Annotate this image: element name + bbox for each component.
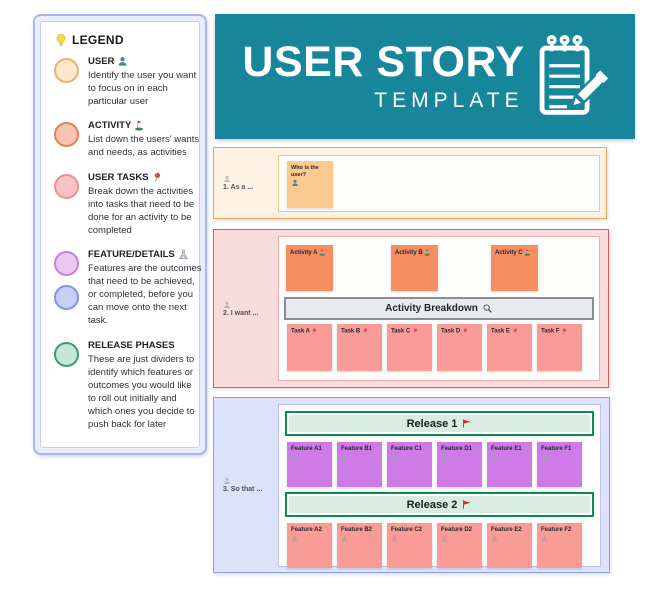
- tent-icon: [291, 535, 298, 542]
- pushpin-icon: [154, 172, 160, 182]
- pushpin-icon: [413, 328, 417, 334]
- notepad-pencil-icon: [539, 34, 608, 115]
- legend-item-title: ACTIVITY: [88, 120, 132, 132]
- pushpin-icon: [513, 328, 517, 334]
- magnifier-icon: [483, 304, 492, 314]
- sticky-note-task[interactable]: Task F: [537, 324, 582, 371]
- section-i-want-canvas: Activity A Activity B Activity C Activit…: [278, 236, 600, 381]
- legend-item-desc: Identify the user you want to focus on i…: [88, 70, 197, 108]
- sticky-note-feature[interactable]: Feature A1: [287, 442, 332, 487]
- legend-panel-inner: LEGEND USER Identify the user you want t…: [40, 21, 202, 448]
- legend-item-user: USER Identify the user you want to focus…: [54, 56, 196, 108]
- sticky-note-task[interactable]: Task D: [437, 324, 482, 371]
- golf-flag-icon: [319, 249, 325, 256]
- legend-item-desc: List down the users' wants and needs, as…: [88, 134, 200, 159]
- tent-icon: [391, 454, 398, 461]
- sticky-note-task[interactable]: Task B: [337, 324, 382, 371]
- person-icon: [224, 477, 230, 484]
- activity-note-swatch: [54, 122, 79, 148]
- pushpin-icon: [313, 328, 317, 334]
- sticky-note-activity[interactable]: Activity B: [391, 245, 438, 291]
- tent-icon: [178, 249, 188, 260]
- legend-item-desc: These are just dividers to identify whic…: [88, 353, 195, 431]
- feature-purple-swatch: [54, 250, 79, 276]
- legend-item-title: RELEASE PHASES: [88, 339, 175, 351]
- sticky-note-feature[interactable]: Feature A2: [287, 523, 332, 568]
- banner-title: USER STORY: [242, 37, 525, 86]
- golf-flag-icon: [135, 121, 144, 131]
- sticky-note-activity[interactable]: Activity C: [491, 245, 538, 291]
- sticky-note-task[interactable]: Task C: [387, 324, 432, 371]
- legend-item-title: USER TASKS: [88, 171, 149, 183]
- pushpin-icon: [463, 328, 467, 334]
- pushpin-icon: [363, 328, 367, 334]
- task-note-swatch: [54, 173, 79, 199]
- section-so-that: 3. So that ... Release 1 Feature A1 Feat…: [213, 397, 610, 573]
- section-so-that-label: 3. So that ...: [223, 477, 262, 493]
- user-icon: [292, 180, 298, 187]
- sticky-note-feature[interactable]: Feature F1: [537, 442, 582, 487]
- feature-row-release-1: Feature A1 Feature B1 Feature C1 Feature…: [287, 442, 582, 487]
- release-2-divider[interactable]: Release 2: [285, 492, 594, 517]
- section-i-want: 2. I want ... Activity A Activity B Acti…: [213, 229, 609, 388]
- legend-header: LEGEND: [54, 33, 193, 47]
- sticky-note-feature[interactable]: Feature E2: [487, 523, 532, 568]
- banner-subtitle: TEMPLATE: [374, 88, 524, 112]
- sticky-note-feature[interactable]: Feature F2: [537, 523, 582, 568]
- sticky-note-feature[interactable]: Feature B1: [337, 442, 382, 487]
- banner: USER STORY TEMPLATE: [215, 14, 635, 139]
- legend-item-title: USER: [88, 56, 115, 67]
- tent-icon: [291, 454, 298, 461]
- feature-blue-swatch: [54, 284, 79, 310]
- tent-icon: [541, 535, 548, 542]
- release-1-divider[interactable]: Release 1: [285, 411, 594, 436]
- legend-item-desc: Break down the activities into tasks tha…: [88, 185, 195, 236]
- legend-item-user-tasks: USER TASKS Break down the activities int…: [54, 171, 194, 237]
- tent-icon: [541, 454, 548, 461]
- pennant-flag-icon: [463, 500, 471, 509]
- lightbulb-icon: [56, 33, 66, 46]
- tent-icon: [491, 454, 498, 461]
- task-row: Task A Task B Task C Task D Task E: [287, 324, 582, 371]
- pushpin-icon: [562, 328, 567, 334]
- sticky-note-feature[interactable]: Feature D1: [437, 442, 482, 487]
- tent-icon: [441, 454, 448, 461]
- legend-item-feature-details: FEATURE/DETAILS Features are the outcome…: [54, 248, 202, 328]
- pennant-flag-icon: [463, 419, 471, 428]
- sticky-note-who-is-user[interactable]: Who is the user?: [287, 161, 333, 208]
- section-i-want-label: 2. I want ...: [223, 301, 258, 317]
- person-icon: [224, 301, 230, 308]
- release-swatch: [54, 341, 79, 367]
- person-icon: [224, 175, 230, 182]
- user-note-swatch: [54, 58, 79, 83]
- section-so-that-canvas: Release 1 Feature A1 Feature B1 Feature …: [278, 404, 601, 568]
- sticky-note-feature[interactable]: Feature C1: [387, 442, 432, 487]
- legend-panel: LEGEND USER Identify the user you want t…: [33, 14, 207, 455]
- legend-title: LEGEND: [72, 33, 124, 47]
- tent-icon: [341, 535, 348, 542]
- sticky-note-task[interactable]: Task A: [287, 324, 332, 371]
- user-icon: [119, 57, 127, 66]
- feature-row-release-2: Feature A2 Feature B2 Feature C2 Feature…: [287, 523, 582, 568]
- legend-item-desc: Features are the outcomes that need to b…: [88, 262, 202, 327]
- sticky-note-feature[interactable]: Feature B2: [337, 523, 382, 568]
- activity-breakdown-bar[interactable]: Activity Breakdown: [284, 297, 594, 320]
- legend-item-title: FEATURE/DETAILS: [88, 248, 175, 260]
- golf-flag-icon: [525, 249, 531, 256]
- sticky-note-activity[interactable]: Activity A: [286, 245, 333, 291]
- tent-icon: [341, 454, 348, 461]
- sticky-note-feature[interactable]: Feature E1: [487, 442, 532, 487]
- sticky-note-task[interactable]: Task E: [487, 324, 532, 371]
- legend-item-release-phases: RELEASE PHASES These are just dividers t…: [54, 339, 195, 432]
- tent-icon: [491, 535, 498, 542]
- section-as-a: 1. As a ... Who is the user?: [213, 147, 607, 219]
- section-as-a-canvas: Who is the user?: [278, 155, 600, 212]
- golf-flag-icon: [425, 249, 431, 256]
- tent-icon: [441, 535, 448, 542]
- section-as-a-label: 1. As a ...: [223, 175, 253, 191]
- sticky-note-feature[interactable]: Feature D2: [437, 523, 482, 568]
- legend-item-activity: ACTIVITY List down the users' wants and …: [54, 120, 199, 159]
- sticky-note-feature[interactable]: Feature C2: [387, 523, 432, 568]
- tent-icon: [391, 535, 398, 542]
